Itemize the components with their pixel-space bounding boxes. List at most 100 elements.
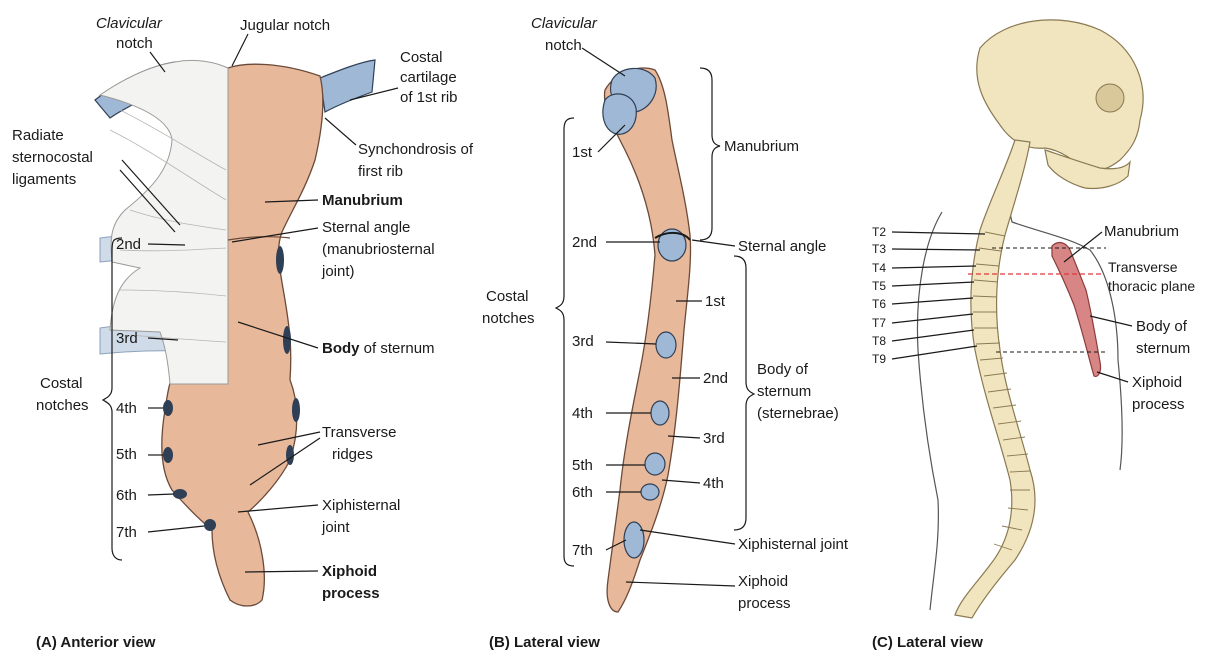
label-manubrium-a: Manubrium <box>322 192 403 209</box>
label-b-3rd: 3rd <box>572 333 594 350</box>
label-jugular-notch: Jugular notch <box>240 17 330 34</box>
label-transverse-2: ridges <box>332 446 373 463</box>
caption-panel-b: (B) Lateral view <box>489 634 600 651</box>
orbit <box>1096 84 1124 112</box>
leader-t7 <box>892 314 973 323</box>
label-b-body-3: (sternebrae) <box>757 405 839 422</box>
leader-b-seg-4th <box>662 480 700 483</box>
label-c-manubrium: Manubrium <box>1104 223 1179 240</box>
label-b-1st: 1st <box>572 144 593 161</box>
leader-t6 <box>892 298 973 304</box>
label-b-xiphisternal: Xiphisternal joint <box>738 536 849 553</box>
leader-notch-6th <box>148 494 174 495</box>
sternum-bone-lateral <box>604 68 690 612</box>
label-b-seg-3rd: 3rd <box>703 430 725 447</box>
label-notch-2nd: 2nd <box>116 236 141 253</box>
label-sternal-angle-2: (manubriosternal <box>322 241 435 258</box>
label-c-xiphoid-2: process <box>1132 396 1185 413</box>
panel-c-lateral-view: T2 T3 T4 T5 T6 T7 T8 T9 Manubrium Transv… <box>872 20 1195 651</box>
leader-t5 <box>892 282 974 286</box>
label-sternal-angle-3: joint) <box>321 263 355 280</box>
label-b-2nd: 2nd <box>572 234 597 251</box>
label-xiphoid-1: Xiphoid <box>322 563 377 580</box>
label-t9: T9 <box>872 352 886 366</box>
label-c-xiphoid-1: Xiphoid <box>1132 374 1182 391</box>
leader-t2 <box>892 232 985 234</box>
label-xiphisternal-2: joint <box>321 519 350 536</box>
leader-c-xiphoid <box>1097 372 1128 382</box>
label-sternal-angle-1: Sternal angle <box>322 219 410 236</box>
label-costal-cartilage-2: cartilage <box>400 69 457 86</box>
caption-panel-a: (A) Anterior view <box>36 634 156 651</box>
label-costal-notches-a-1: Costal <box>40 375 83 392</box>
label-c-transverse-2: thoracic plane <box>1108 278 1195 294</box>
caption-panel-c: (C) Lateral view <box>872 634 983 651</box>
label-c-body-1: Body of <box>1136 318 1188 335</box>
leader-c-manubrium <box>1064 232 1102 262</box>
leader-t8 <box>892 330 974 341</box>
label-t4: T4 <box>872 261 886 275</box>
label-b-costal-1: Costal <box>486 288 529 305</box>
label-notch-6th: 6th <box>116 487 137 504</box>
label-b-manubrium: Manubrium <box>724 138 799 155</box>
leader-b-xiphoid <box>626 582 735 586</box>
label-b-xiphoid-1: Xiphoid <box>738 573 788 590</box>
brace-costal-notches-a <box>103 238 122 560</box>
label-b-seg-2nd: 2nd <box>703 370 728 387</box>
label-t8: T8 <box>872 334 886 348</box>
label-b-6th: 6th <box>572 484 593 501</box>
label-clavicular-notch: Clavicular <box>96 15 163 32</box>
label-radiate-1: Radiate <box>12 127 64 144</box>
brace-manubrium-b <box>700 68 720 240</box>
label-b-5th: 5th <box>572 457 593 474</box>
leader-b-xiphisternal <box>640 530 735 544</box>
label-b-body-2: sternum <box>757 383 811 400</box>
label-costal-notches-a-2: notches <box>36 397 89 414</box>
label-b-body-1: Body of <box>757 361 809 378</box>
label-notch-7th: 7th <box>116 524 137 541</box>
label-b-clavicular-1: Clavicular <box>531 15 598 32</box>
label-costal-cartilage-3: of 1st rib <box>400 89 458 106</box>
label-b-7th: 7th <box>572 542 593 559</box>
brace-body-b <box>734 256 754 530</box>
leader-c-body <box>1090 316 1132 326</box>
label-costal-cartilage-1: Costal <box>400 49 443 66</box>
label-notch-4th: 4th <box>116 400 137 417</box>
vertebral-labels: T2 T3 T4 T5 T6 T7 T8 T9 <box>872 225 985 366</box>
label-t2: T2 <box>872 225 886 239</box>
label-b-clavicular-2: notch <box>545 37 582 54</box>
leader-t3 <box>892 249 980 250</box>
vertebral-column <box>955 140 1035 618</box>
label-clavicular-notch-2: notch <box>116 35 153 52</box>
label-synchondrosis-2: first rib <box>358 163 403 180</box>
leader-b-clavicular <box>582 48 625 76</box>
leader-synchondrosis <box>325 118 356 145</box>
label-radiate-2: sternocostal <box>12 149 93 166</box>
label-notch-5th: 5th <box>116 446 137 463</box>
label-t5: T5 <box>872 279 886 293</box>
label-b-sternal-angle: Sternal angle <box>738 238 826 255</box>
label-c-transverse-1: Transverse <box>1108 259 1178 275</box>
sternum-side <box>1052 243 1101 377</box>
label-radiate-3: ligaments <box>12 171 76 188</box>
panel-b-lateral-view: Clavicular notch Manubrium 1st 2nd Stern… <box>482 15 849 651</box>
right-first-rib-cartilage <box>320 60 375 112</box>
label-b-seg-1st: 1st <box>705 293 726 310</box>
leader-b-sternal-angle <box>692 240 735 246</box>
label-body-of-sternum-a: Body of sternum <box>322 340 435 357</box>
leader-t9 <box>892 346 977 359</box>
label-transverse-1: Transverse <box>322 424 396 441</box>
label-xiphoid-2: process <box>322 585 380 602</box>
label-notch-3rd: 3rd <box>116 330 138 347</box>
label-b-4th: 4th <box>572 405 593 422</box>
leader-notch-7th <box>148 526 204 532</box>
label-t7: T7 <box>872 316 886 330</box>
label-b-costal-2: notches <box>482 310 535 327</box>
leader-jugular-notch <box>232 34 248 66</box>
label-synchondrosis-1: Synchondrosis of <box>358 141 474 158</box>
label-t3: T3 <box>872 242 886 256</box>
leader-t4 <box>892 266 976 268</box>
label-b-seg-4th: 4th <box>703 475 724 492</box>
panel-a-anterior-view: Clavicular notch Jugular notch Costal ca… <box>12 15 474 651</box>
